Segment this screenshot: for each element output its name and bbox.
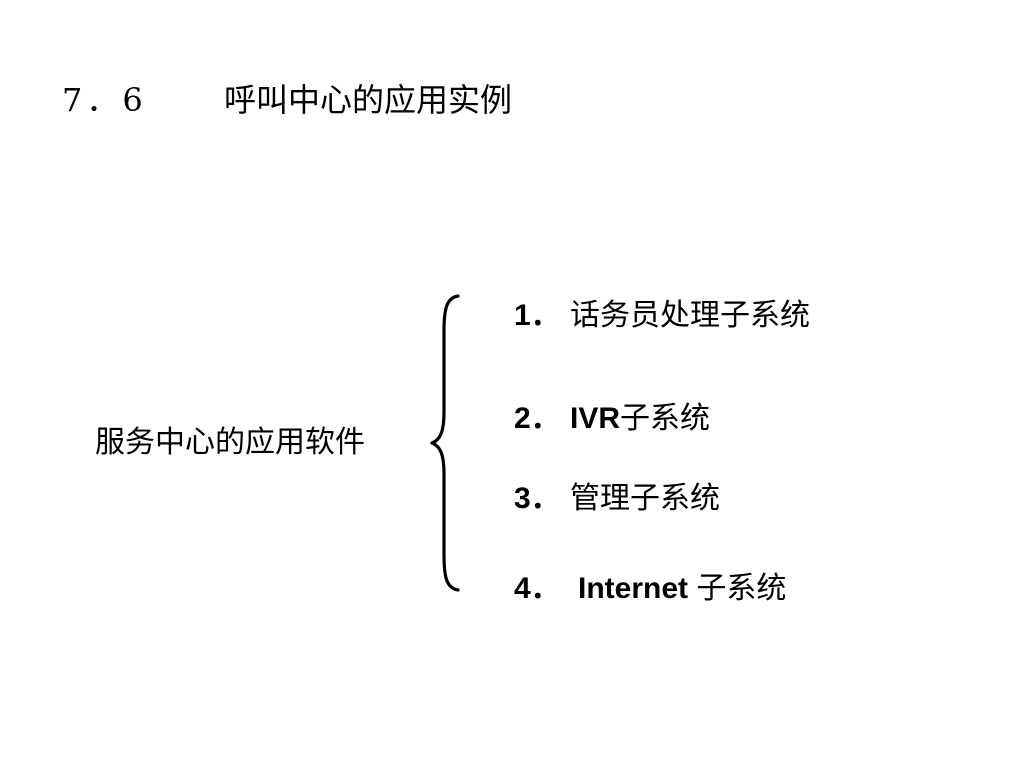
curly-brace-icon [430, 294, 460, 592]
section-title-text: 呼叫中心的应用实例 [224, 81, 513, 119]
item-text: 管理子系统 [570, 482, 720, 515]
item-index: 3． [514, 482, 561, 515]
item-text: 子系统 [696, 572, 787, 605]
item-index: 4． [514, 572, 561, 605]
item-text: 子系统 [620, 402, 711, 435]
root-category-label: 服务中心的应用软件 [95, 425, 365, 460]
subsystem-item-internet: 4． Internet 子系统 [514, 569, 786, 609]
item-latin: Internet [578, 572, 697, 605]
slide-title: 7．6 呼叫中心的应用实例 [62, 78, 512, 122]
item-latin: IVR [570, 402, 621, 435]
section-number: 7．6 [62, 81, 147, 119]
item-index: 2． [514, 402, 561, 435]
item-index: 1． [514, 299, 561, 332]
subsystem-item-management: 3． 管理子系统 [514, 479, 720, 519]
item-text: 话务员处理子系统 [570, 299, 810, 332]
subsystem-item-operator: 1． 话务员处理子系统 [514, 296, 810, 336]
subsystem-item-ivr: 2． IVR子系统 [514, 399, 710, 439]
